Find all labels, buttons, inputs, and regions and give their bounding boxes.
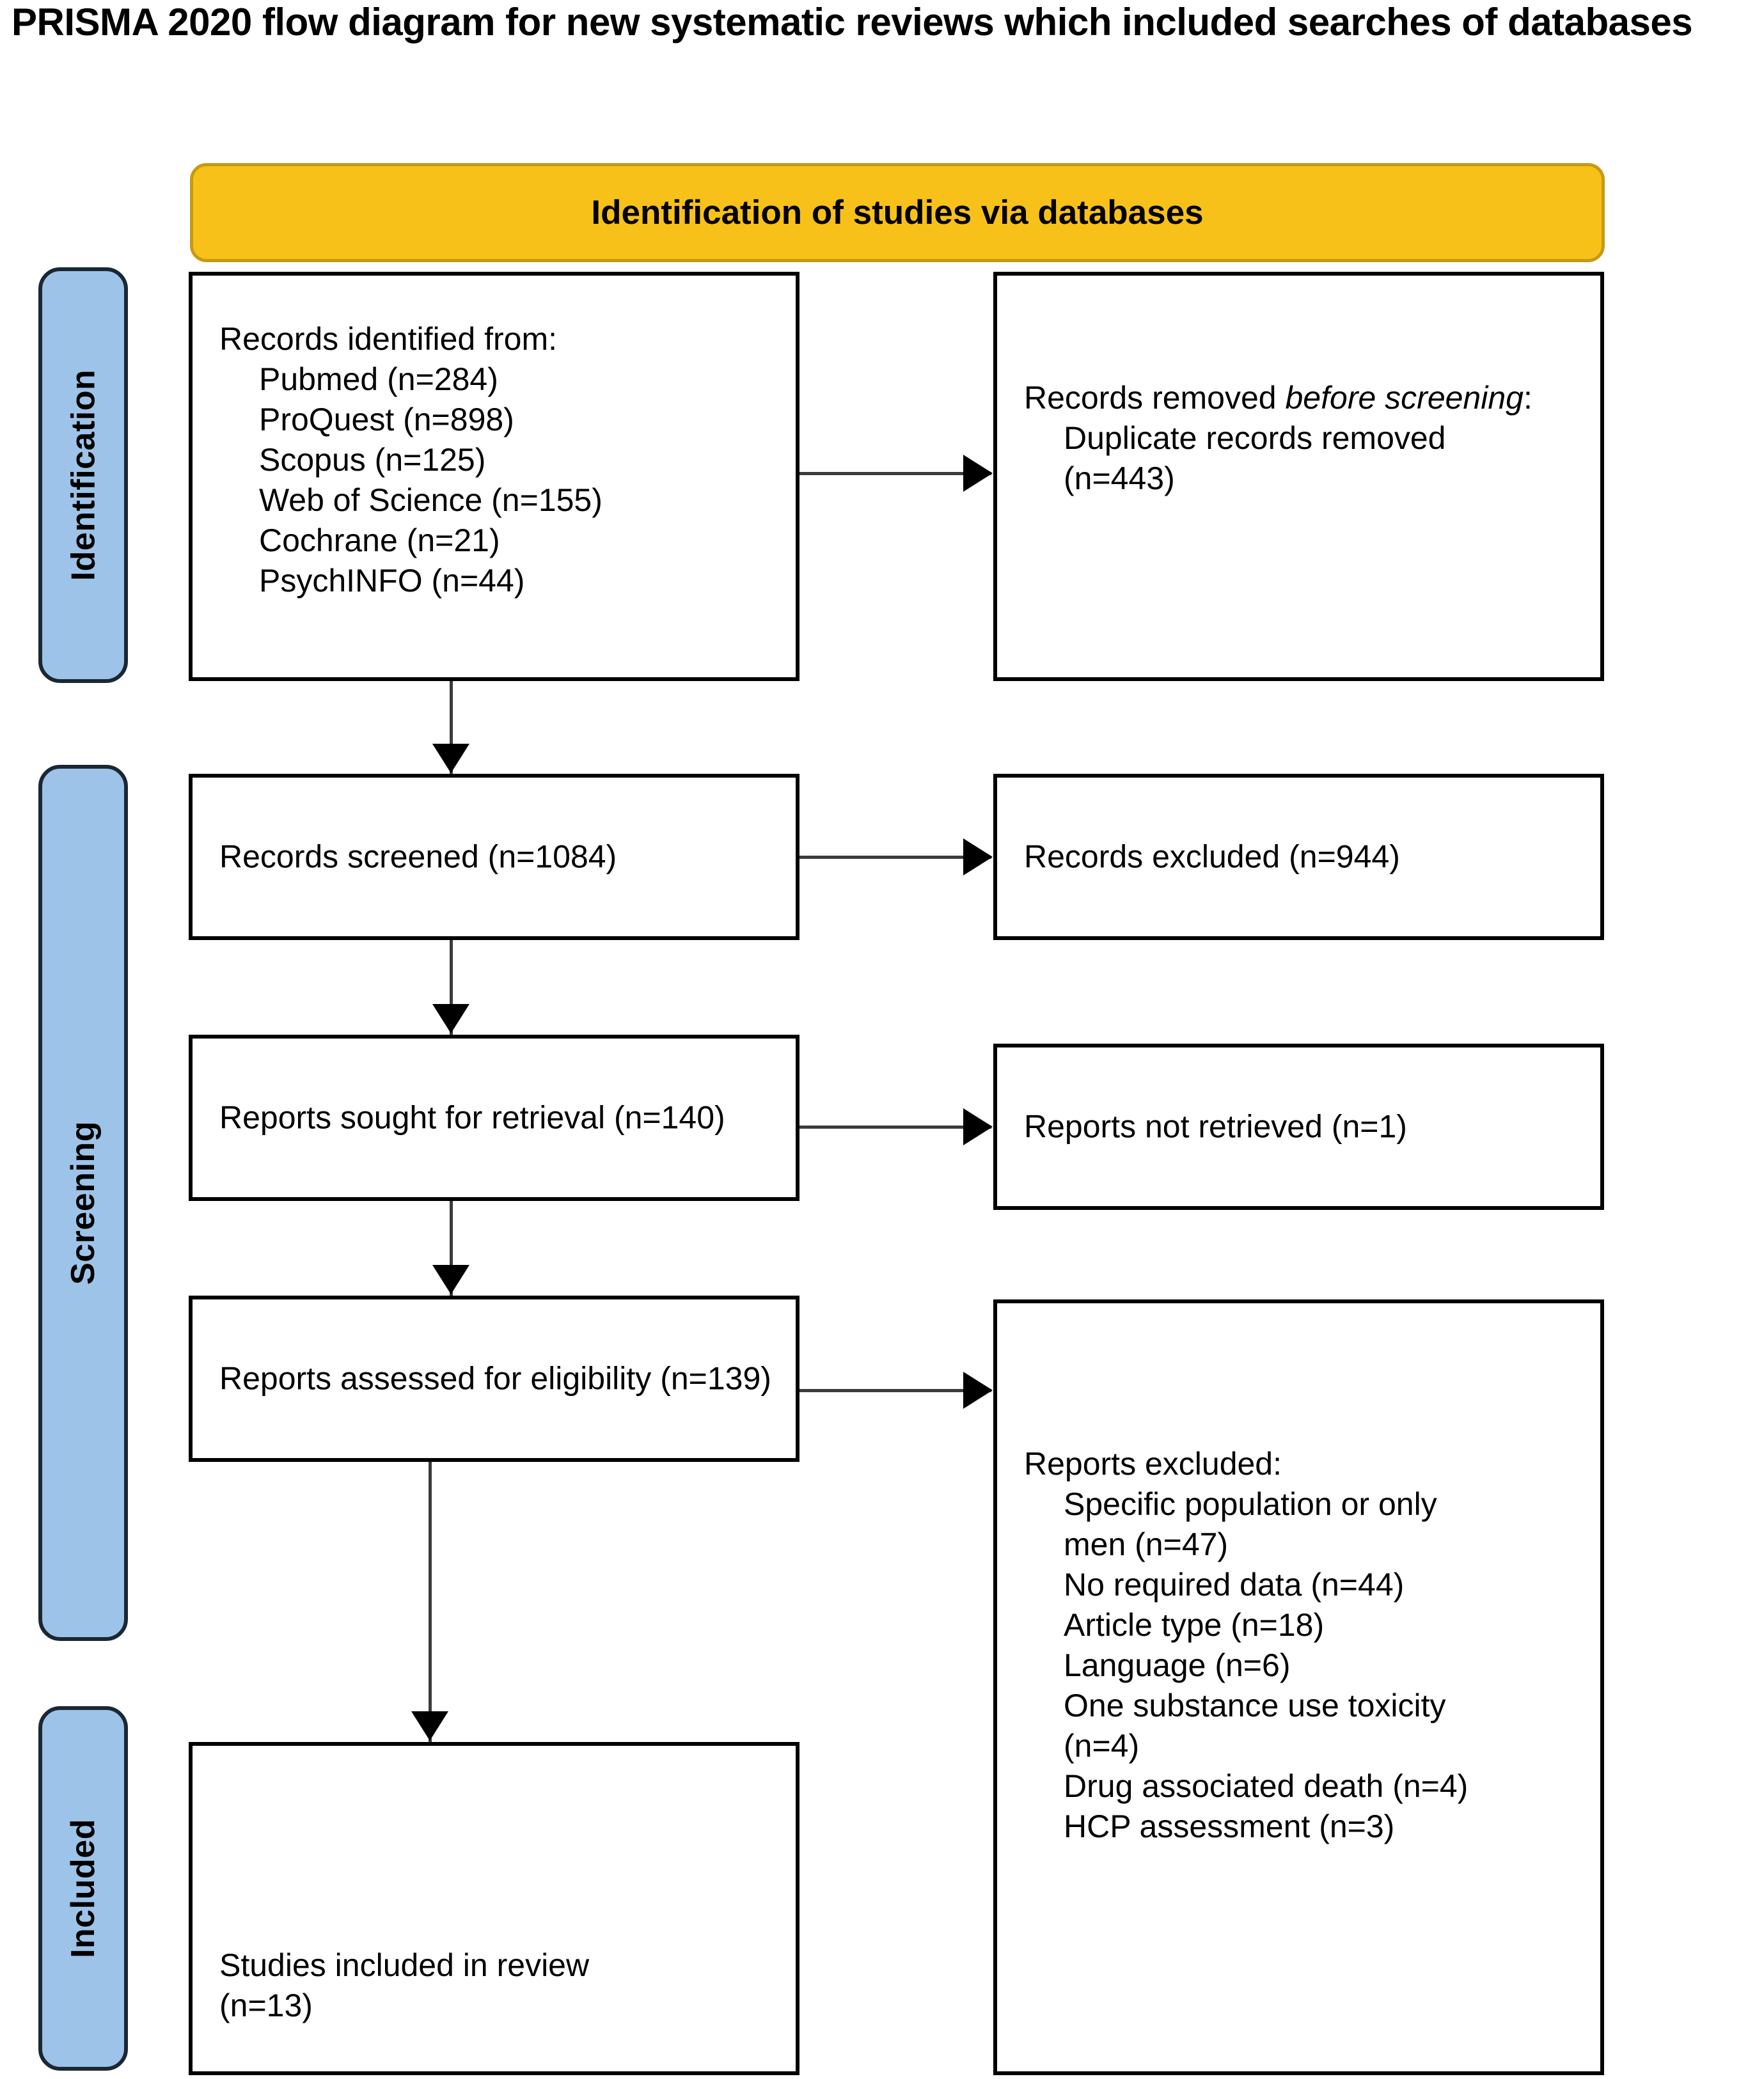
connector-assessed-to-studies-included — [429, 1462, 432, 1743]
arrowhead-screened-to-excluded — [963, 838, 993, 875]
stage-label-screening: Screening — [65, 1121, 102, 1285]
records-screened-label: Records screened — [219, 838, 479, 875]
box-records-excluded: Records excluded (n=944) — [993, 774, 1604, 940]
connector-sought-to-not-retrieved — [799, 1126, 991, 1129]
records-identified-source-2: Scopus (n=125) — [259, 442, 486, 478]
reports-excluded-reason-6: (n=4) — [1064, 1728, 1140, 1764]
records-identified-source-3: Web of Science (n=155) — [259, 482, 602, 518]
box-records-screened: Records screened (n=1084) — [189, 774, 799, 940]
reports-excluded-lead: Reports excluded: — [1024, 1446, 1282, 1482]
stage-bar-included: Included — [38, 1706, 128, 2071]
reports-assessed-count: (n=139) — [660, 1360, 771, 1397]
records-removed-lead-italic: before screening — [1285, 380, 1524, 416]
stage-bar-screening: Screening — [38, 765, 128, 1641]
reports-not-retrieved-count: (n=1) — [1331, 1108, 1407, 1145]
arrowhead-screened-to-sought — [432, 1004, 469, 1033]
box-reports-excluded-reasons: Reports excluded: Specific population or… — [993, 1299, 1604, 2075]
records-removed-item-0: Duplicate records removed — [1064, 420, 1446, 456]
arrowhead-assessed-to-reports-excluded — [963, 1372, 993, 1409]
connector-assessed-to-reports-excluded — [799, 1389, 991, 1392]
box-reports-sought-for-retrieval: Reports sought for retrieval (n=140) — [189, 1035, 799, 1201]
box-records-removed-before-screening: Records removed before screening: Duplic… — [993, 272, 1604, 681]
reports-sought-label: Reports sought for retrieval — [219, 1099, 606, 1136]
connector-screened-to-excluded — [799, 856, 991, 859]
section-header-identification-databases: Identification of studies via databases — [190, 163, 1605, 262]
records-screened-count: (n=1084) — [487, 838, 617, 875]
reports-excluded-reason-0: Specific population or only — [1064, 1486, 1437, 1522]
reports-excluded-reason-2: No required data (n=44) — [1064, 1567, 1405, 1603]
reports-excluded-text: Reports excluded: Specific population or… — [1024, 1444, 1584, 1847]
reports-sought-text: Reports sought for retrieval (n=140) — [219, 1098, 779, 1138]
records-removed-item-1: (n=443) — [1064, 460, 1175, 496]
reports-excluded-reason-1: men (n=47) — [1064, 1526, 1229, 1562]
reports-assessed-text: Reports assessed for eligibility (n=139) — [219, 1359, 779, 1399]
arrowhead-identified-to-removed — [963, 455, 993, 492]
connector-screened-to-sought — [450, 940, 453, 1037]
reports-excluded-reason-8: HCP assessment (n=3) — [1064, 1808, 1395, 1844]
records-excluded-count: (n=944) — [1289, 838, 1400, 875]
records-identified-source-0: Pubmed (n=284) — [259, 361, 498, 397]
studies-included-text: Studies included in review (n=13) — [219, 1945, 779, 2026]
box-studies-included-in-review: Studies included in review (n=13) — [189, 1742, 799, 2075]
stage-bar-identification: Identification — [38, 267, 128, 683]
page-title: PRISMA 2020 flow diagram for new systema… — [12, 1, 1693, 43]
connector-identified-to-screened — [450, 681, 453, 777]
reports-not-retrieved-text: Reports not retrieved (n=1) — [1024, 1107, 1584, 1147]
records-identified-text: Records identified from: Pubmed (n=284) … — [219, 319, 779, 601]
records-removed-text: Records removed before screening: Duplic… — [1024, 378, 1584, 499]
arrowhead-sought-to-assessed — [432, 1265, 469, 1294]
arrowhead-identified-to-screened — [432, 744, 469, 773]
connector-identified-to-removed — [799, 472, 991, 475]
records-removed-lead-prefix: Records removed — [1024, 380, 1286, 416]
stage-label-included: Included — [65, 1819, 102, 1958]
studies-included-label: Studies included in review — [219, 1947, 590, 1983]
records-identified-source-5: PsychINFO (n=44) — [259, 563, 525, 599]
studies-included-count: (n=13) — [219, 1988, 313, 2023]
reports-assessed-label: Reports assessed for eligibility — [219, 1360, 652, 1397]
records-identified-source-1: ProQuest (n=898) — [259, 402, 514, 437]
records-removed-lead: Records removed before screening: — [1024, 378, 1584, 418]
arrowhead-assessed-to-studies-included — [411, 1711, 448, 1741]
stage-label-identification: Identification — [65, 369, 102, 581]
reports-excluded-reason-5: One substance use toxicity — [1064, 1688, 1446, 1723]
reports-not-retrieved-label: Reports not retrieved — [1024, 1108, 1323, 1145]
records-screened-text: Records screened (n=1084) — [219, 837, 779, 877]
records-removed-lead-suffix: : — [1523, 380, 1532, 416]
reports-excluded-reason-4: Language (n=6) — [1064, 1647, 1291, 1683]
reports-excluded-reason-3: Article type (n=18) — [1064, 1607, 1325, 1643]
section-header-label: Identification of studies via databases — [591, 194, 1204, 231]
records-identified-source-4: Cochrane (n=21) — [259, 522, 500, 558]
box-records-identified: Records identified from: Pubmed (n=284) … — [189, 272, 799, 681]
box-reports-not-retrieved: Reports not retrieved (n=1) — [993, 1044, 1604, 1210]
records-excluded-text: Records excluded (n=944) — [1024, 837, 1584, 877]
records-identified-lead: Records identified from: — [219, 321, 558, 357]
reports-excluded-reason-7: Drug associated death (n=4) — [1064, 1768, 1469, 1804]
connector-sought-to-assessed — [450, 1201, 453, 1298]
reports-sought-count: (n=140) — [613, 1099, 725, 1136]
records-excluded-label: Records excluded — [1024, 838, 1280, 875]
box-reports-assessed-for-eligibility: Reports assessed for eligibility (n=139) — [189, 1296, 799, 1462]
arrowhead-sought-to-not-retrieved — [963, 1108, 993, 1145]
